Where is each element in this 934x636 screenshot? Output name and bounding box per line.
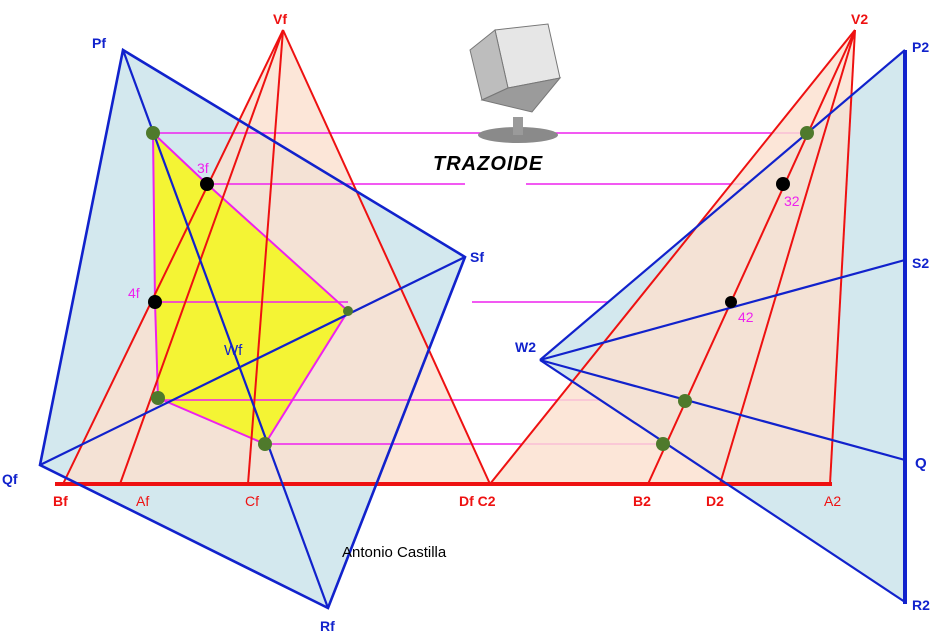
trazoide-logo-cube (469, 23, 562, 143)
point-front-right (343, 306, 353, 316)
point-front-top (146, 126, 160, 140)
point-front-bottom (258, 437, 272, 451)
edge-v2-c2 (489, 29, 856, 485)
blue-plane-traces (38, 47, 907, 610)
label-qf: Qf (2, 471, 18, 487)
edge-v2-a2 (829, 29, 856, 485)
author-credit: Antonio Castilla (342, 544, 447, 561)
blue-line-w2-p2 (539, 49, 906, 361)
label-q2: Q (915, 455, 927, 472)
label-df-c2: Df C2 (459, 493, 496, 509)
blue-line-w2-s2 (539, 258, 906, 362)
label-vf: Vf (273, 11, 287, 27)
label-3f: 3f (197, 160, 209, 176)
point-3f (200, 177, 214, 191)
front-section-yellow (153, 133, 348, 444)
side-pyramid-edges (489, 29, 856, 485)
label-p2: P2 (912, 39, 929, 55)
point-4f (148, 295, 162, 309)
front-pyramid-edges (62, 29, 491, 485)
edge-vf-af (119, 29, 284, 485)
label-v2: V2 (851, 11, 868, 27)
point-42 (725, 296, 737, 308)
label-r2: R2 (912, 597, 930, 613)
label-42: 42 (738, 309, 754, 325)
blue-line-pf-rf (121, 49, 330, 609)
label-wf: Wf (224, 342, 243, 359)
point-32 (776, 177, 790, 191)
edge-vf-bf (62, 29, 284, 485)
label-af: Af (136, 493, 149, 509)
label-d2: D2 (706, 493, 724, 509)
point-front-lower (151, 391, 165, 405)
label-w2: W2 (515, 339, 536, 355)
label-sf: Sf (470, 249, 484, 265)
section-points (146, 126, 814, 451)
blue-line-qf-sf (39, 256, 466, 466)
edge-vf-df (282, 29, 491, 485)
label-s2: S2 (912, 255, 929, 271)
edge-v2-d2 (719, 29, 856, 485)
brand-name: TRAZOIDE (433, 153, 543, 175)
label-cf: Cf (245, 493, 259, 509)
point-side-lower (678, 394, 692, 408)
point-side-top (800, 126, 814, 140)
label-b2: B2 (633, 493, 651, 509)
label-bf: Bf (53, 493, 68, 509)
blue-line-w2-q2 (539, 358, 906, 462)
label-pf: Pf (92, 35, 106, 51)
label-32: 32 (784, 193, 800, 209)
point-side-bottom (656, 437, 670, 451)
edge-v2-b2 (647, 29, 856, 485)
blue-line-w2-r2 (539, 359, 906, 603)
label-rf: Rf (320, 618, 335, 634)
label-a2: A2 (824, 493, 841, 509)
label-4f: 4f (128, 285, 140, 301)
